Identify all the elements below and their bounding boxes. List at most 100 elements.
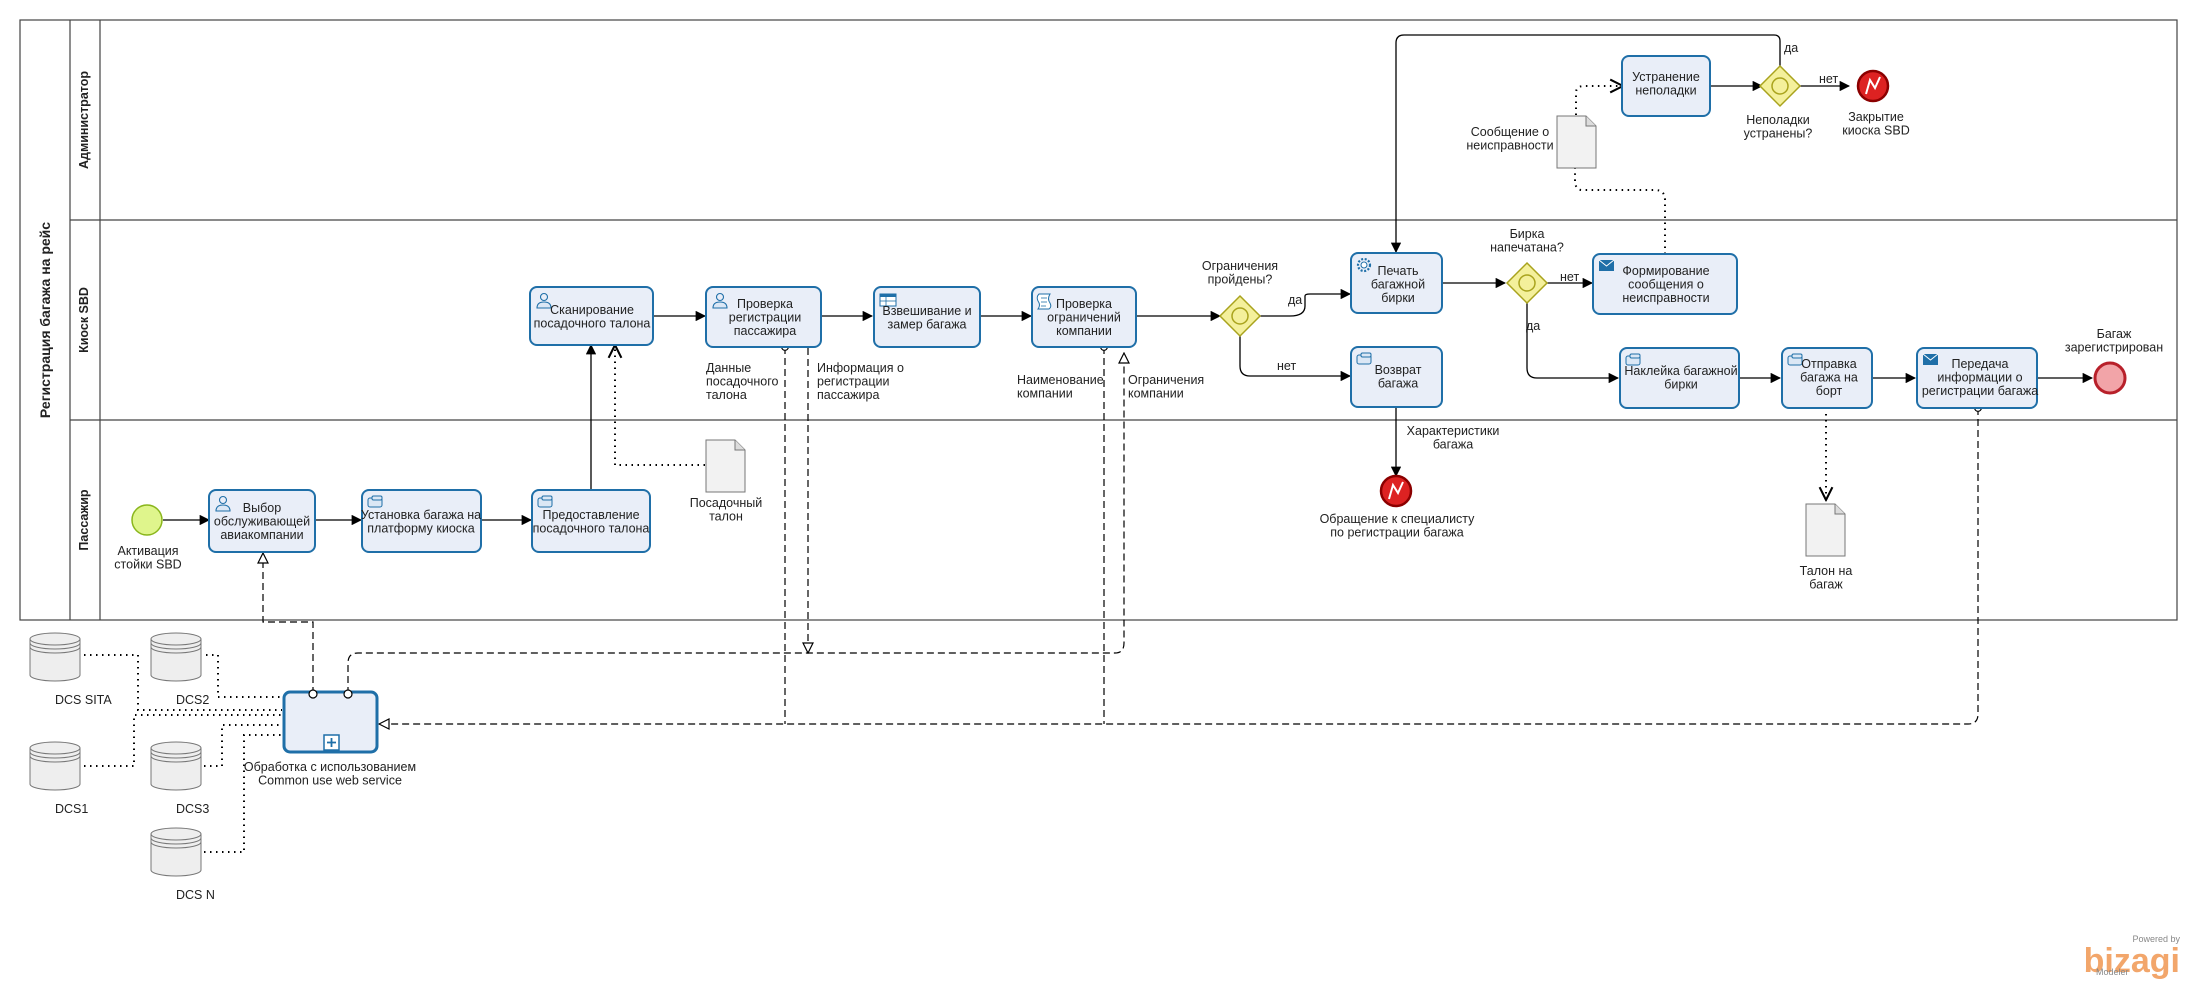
task-box	[873, 286, 981, 348]
task-print-tag[interactable]	[1350, 252, 1443, 314]
datastore-dcs2-label: DCS2	[176, 693, 209, 707]
task-place-bag[interactable]	[361, 489, 482, 553]
lane-kiosk: Киоск SBD	[77, 287, 91, 353]
flow-label-yes: да	[1288, 293, 1302, 307]
task-fault-message[interactable]	[1592, 253, 1738, 315]
gateway-restrictions[interactable]	[1218, 294, 1262, 338]
start-circle	[131, 504, 163, 536]
task-transfer-info[interactable]	[1916, 347, 2038, 409]
datastore-dcs1-label: DCS1	[55, 802, 88, 816]
task-box	[1031, 286, 1137, 348]
lane-admin: Администратор	[77, 71, 91, 169]
data-object-fault-report[interactable]	[1556, 115, 1597, 169]
pool-title: Регистрация багажа на рейс	[37, 222, 53, 418]
datastore-dcs2[interactable]	[150, 632, 202, 682]
datastore-dcs3[interactable]	[150, 741, 202, 791]
brand-powered: Powered by	[2132, 934, 2180, 944]
task-return-bag[interactable]	[1350, 346, 1443, 408]
datastore-dcs3-label: DCS3	[176, 802, 209, 816]
datastore-dcs-sita-label: DCS SITA	[55, 693, 112, 707]
task-select-airline[interactable]	[208, 489, 316, 553]
connector-circle	[343, 689, 353, 699]
lane-passenger: Пассажир	[77, 489, 91, 550]
flow-label-no: нет	[1560, 270, 1579, 284]
task-box	[1621, 55, 1711, 117]
task-box	[1350, 346, 1443, 408]
user-icon	[712, 292, 728, 309]
task-box	[208, 489, 316, 553]
dashed-flows	[263, 343, 1978, 724]
manual-icon	[1625, 353, 1641, 366]
task-box	[361, 489, 482, 553]
task-box	[1781, 347, 1873, 409]
error-icon	[1865, 76, 1881, 95]
task-box	[1619, 347, 1740, 409]
data-object-boarding-pass[interactable]	[705, 439, 746, 493]
datastore-dcs1[interactable]	[29, 741, 81, 791]
end-event-specialist[interactable]	[1379, 474, 1413, 508]
flow-label-no: нет	[1819, 72, 1838, 86]
task-box	[1592, 253, 1738, 315]
datastore-dcs-sita[interactable]	[29, 632, 81, 682]
manual-icon	[367, 495, 383, 508]
task-attach-tag[interactable]	[1619, 347, 1740, 409]
datastore-dcs-n[interactable]	[150, 827, 202, 877]
start-event[interactable]	[131, 504, 163, 536]
flow-label-no: нет	[1277, 359, 1296, 373]
manual-icon	[537, 495, 553, 508]
task-box	[1350, 252, 1443, 314]
user-icon	[536, 292, 552, 309]
gear-icon	[1356, 257, 1372, 273]
script-icon	[1036, 293, 1052, 310]
envelope-icon	[1922, 353, 1939, 365]
subprocess-cuws[interactable]	[282, 689, 379, 754]
task-present-pass[interactable]	[531, 489, 651, 553]
error-icon	[1388, 481, 1404, 500]
manual-icon	[1787, 353, 1803, 366]
data-object-bag-tag[interactable]	[1805, 503, 1846, 557]
end-event-close[interactable]	[1856, 69, 1890, 103]
task-check-restrictions[interactable]	[1031, 286, 1137, 348]
gateway-tag-printed[interactable]	[1505, 261, 1549, 305]
task-fix-fault[interactable]	[1621, 55, 1711, 117]
flow-label-yes: да	[1526, 319, 1540, 333]
task-check-registration[interactable]	[705, 286, 822, 348]
task-box	[1916, 347, 2038, 409]
task-send-bag[interactable]	[1781, 347, 1873, 409]
gateway-fault-fixed[interactable]	[1758, 64, 1802, 108]
table-icon	[879, 293, 897, 307]
brand-product: Modeler	[2096, 967, 2129, 977]
task-box	[531, 489, 651, 553]
flow-label-yes: да	[1784, 41, 1798, 55]
end-event-registered[interactable]	[2093, 361, 2127, 395]
task-scan-pass[interactable]	[529, 286, 654, 346]
brand-name: bizagi	[2084, 942, 2180, 980]
bizagi-logo: Powered by bizagi Modeler	[2084, 934, 2181, 980]
task-weigh[interactable]	[873, 286, 981, 348]
task-box	[529, 286, 654, 346]
